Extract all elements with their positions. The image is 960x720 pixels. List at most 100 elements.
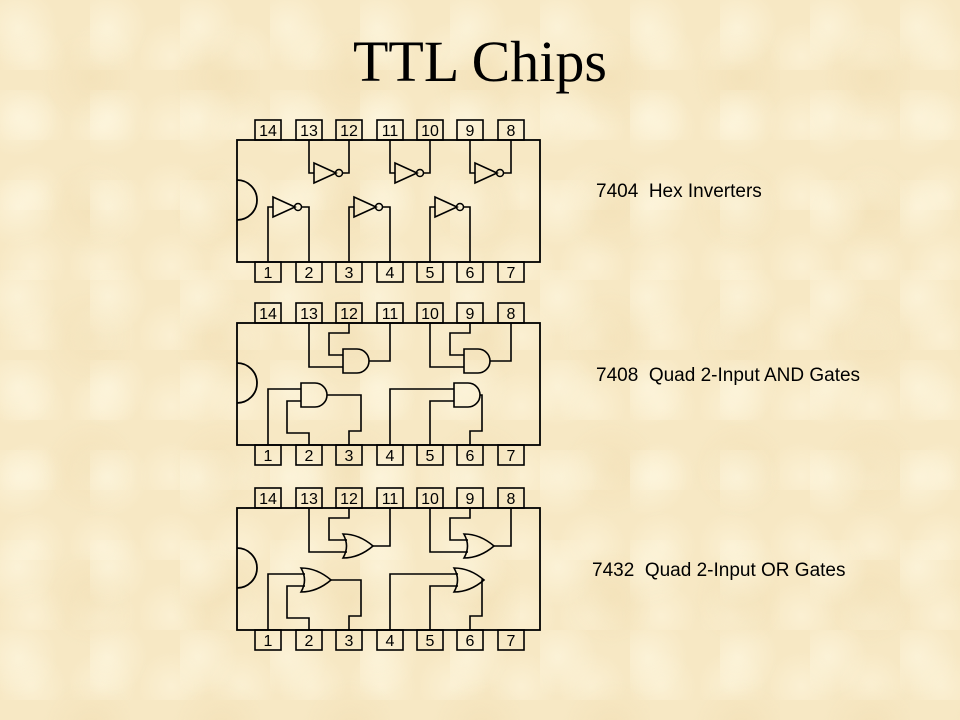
pin-number: 9 <box>466 123 475 140</box>
wire <box>503 140 512 174</box>
wire <box>328 508 350 541</box>
or-gate-shape <box>341 533 375 559</box>
wire <box>267 573 305 630</box>
inverter-triangle <box>313 161 338 185</box>
pin-1: 1 <box>254 444 282 466</box>
pin-number: 1 <box>264 448 273 465</box>
and-gate-shape <box>453 382 481 408</box>
pin-number: 5 <box>426 633 435 650</box>
or-gate <box>389 567 486 630</box>
pin-12: 12 <box>335 119 363 141</box>
wire <box>308 508 347 553</box>
pin-box <box>254 119 282 141</box>
or-gate <box>308 508 391 559</box>
pin-number: 7 <box>507 633 516 650</box>
or-gate <box>267 567 362 630</box>
pin-4: 4 <box>376 629 404 651</box>
pin-1: 1 <box>254 629 282 651</box>
wire <box>301 206 310 262</box>
pin-1: 1 <box>254 261 282 283</box>
pin-number: 5 <box>426 448 435 465</box>
not-gate <box>429 195 471 262</box>
chip-body <box>236 507 541 631</box>
or-gate-shape <box>299 567 333 593</box>
not-gate <box>267 195 310 262</box>
pin-5: 5 <box>416 261 444 283</box>
wire <box>342 140 350 174</box>
pin-number: 12 <box>340 123 358 140</box>
pin-10: 10 <box>416 119 444 141</box>
pin-number: 8 <box>507 306 516 323</box>
or-gate-shape <box>452 567 486 593</box>
pin-number: 10 <box>421 306 439 323</box>
pin-8: 8 <box>497 119 525 141</box>
wire <box>389 140 395 174</box>
wire <box>308 323 343 368</box>
chip-notch <box>236 179 258 221</box>
or-gate-shape <box>462 533 496 559</box>
pin-number: 13 <box>300 306 318 323</box>
wire <box>389 573 458 630</box>
chip-notch <box>236 362 258 404</box>
chip-label-7404: 7404 Hex Inverters <box>596 181 762 202</box>
pin-number: 9 <box>466 491 475 508</box>
and-gate <box>429 323 512 374</box>
pin-box <box>497 261 525 283</box>
pin-13: 13 <box>295 119 323 141</box>
pin-number: 9 <box>466 306 475 323</box>
pin-12: 12 <box>335 487 363 509</box>
pin-number: 4 <box>386 448 395 465</box>
pin-2: 2 <box>295 444 323 466</box>
wire <box>429 400 454 445</box>
pin-box <box>497 444 525 466</box>
wire <box>429 206 435 262</box>
pin-14: 14 <box>254 487 282 509</box>
pin-6: 6 <box>456 444 484 466</box>
pin-3: 3 <box>335 629 363 651</box>
pin-box <box>497 629 525 651</box>
wire <box>369 323 391 362</box>
and-gate-shape <box>342 348 370 374</box>
pin-number: 11 <box>382 123 399 140</box>
pin-6: 6 <box>456 629 484 651</box>
pin-11: 11 <box>376 119 404 141</box>
pin-9: 9 <box>456 119 484 141</box>
pin-number: 12 <box>340 491 358 508</box>
pin-number: 2 <box>305 265 314 282</box>
not-gate <box>389 140 431 185</box>
pin-number: 4 <box>386 265 395 282</box>
inverter-triangle <box>272 195 297 219</box>
wire <box>423 140 431 174</box>
pin-number: 14 <box>259 123 277 140</box>
chip-label-7432: 7432 Quad 2-Input OR Gates <box>592 560 846 581</box>
inverter-triangle <box>474 161 499 185</box>
and-gate <box>389 382 483 445</box>
wire <box>469 140 475 174</box>
pin-3: 3 <box>335 444 363 466</box>
pin-14: 14 <box>254 119 282 141</box>
pin-number: 14 <box>259 491 277 508</box>
and-gate <box>267 382 362 445</box>
pin-number: 13 <box>300 123 318 140</box>
pin-2: 2 <box>295 261 323 283</box>
wire <box>429 508 468 553</box>
pin-7: 7 <box>497 444 525 466</box>
pin-number: 6 <box>466 448 475 465</box>
pin-9: 9 <box>456 302 484 324</box>
pin-number: 14 <box>259 306 277 323</box>
pin-box <box>254 487 282 509</box>
wire <box>327 394 362 445</box>
pin-number: 2 <box>305 448 314 465</box>
pin-2: 2 <box>295 629 323 651</box>
pin-11: 11 <box>376 487 404 509</box>
wire <box>286 400 310 445</box>
inverter-triangle <box>434 195 459 219</box>
chip-label-7408: 7408 Quad 2-Input AND Gates <box>596 365 861 386</box>
pin-7: 7 <box>497 261 525 283</box>
pin-12: 12 <box>335 302 363 324</box>
wire <box>490 323 512 362</box>
pin-10: 10 <box>416 302 444 324</box>
pin-14: 14 <box>254 302 282 324</box>
pin-number: 10 <box>421 491 439 508</box>
